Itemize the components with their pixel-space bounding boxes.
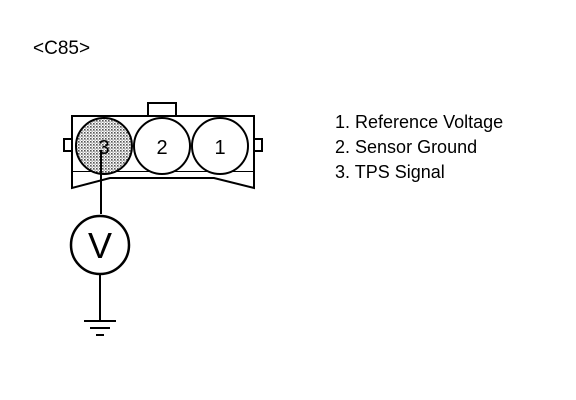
connector-tab-left <box>63 138 73 152</box>
pin-3: 3 <box>75 117 133 175</box>
pin-legend: 1. Reference Voltage 2. Sensor Ground 3.… <box>335 110 503 185</box>
connector-id-label: <C85> <box>33 38 91 59</box>
pin-2: 2 <box>133 117 191 175</box>
pin-2-number: 2 <box>156 137 167 159</box>
legend-item: 2. Sensor Ground <box>335 135 503 160</box>
voltmeter-symbol: V <box>88 225 112 266</box>
legend-item: 1. Reference Voltage <box>335 110 503 135</box>
legend-item-number: 2. <box>335 137 351 157</box>
legend-item: 3. TPS Signal <box>335 160 503 185</box>
connector-tab-right <box>253 138 263 152</box>
legend-item-label: Sensor Ground <box>355 137 478 157</box>
connector-latch <box>147 102 177 117</box>
legend-item-label: TPS Signal <box>354 162 445 182</box>
voltmeter-icon: V <box>69 214 131 276</box>
pin-1: 1 <box>191 117 249 175</box>
connector-skirt <box>71 172 255 190</box>
pin-3-number: 3 <box>98 137 109 159</box>
ground-symbol-icon <box>84 320 116 336</box>
legend-item-number: 1. <box>335 112 351 132</box>
legend-item-label: Reference Voltage <box>355 112 504 132</box>
pin-1-number: 1 <box>214 137 225 159</box>
legend-item-number: 3. <box>335 162 351 182</box>
